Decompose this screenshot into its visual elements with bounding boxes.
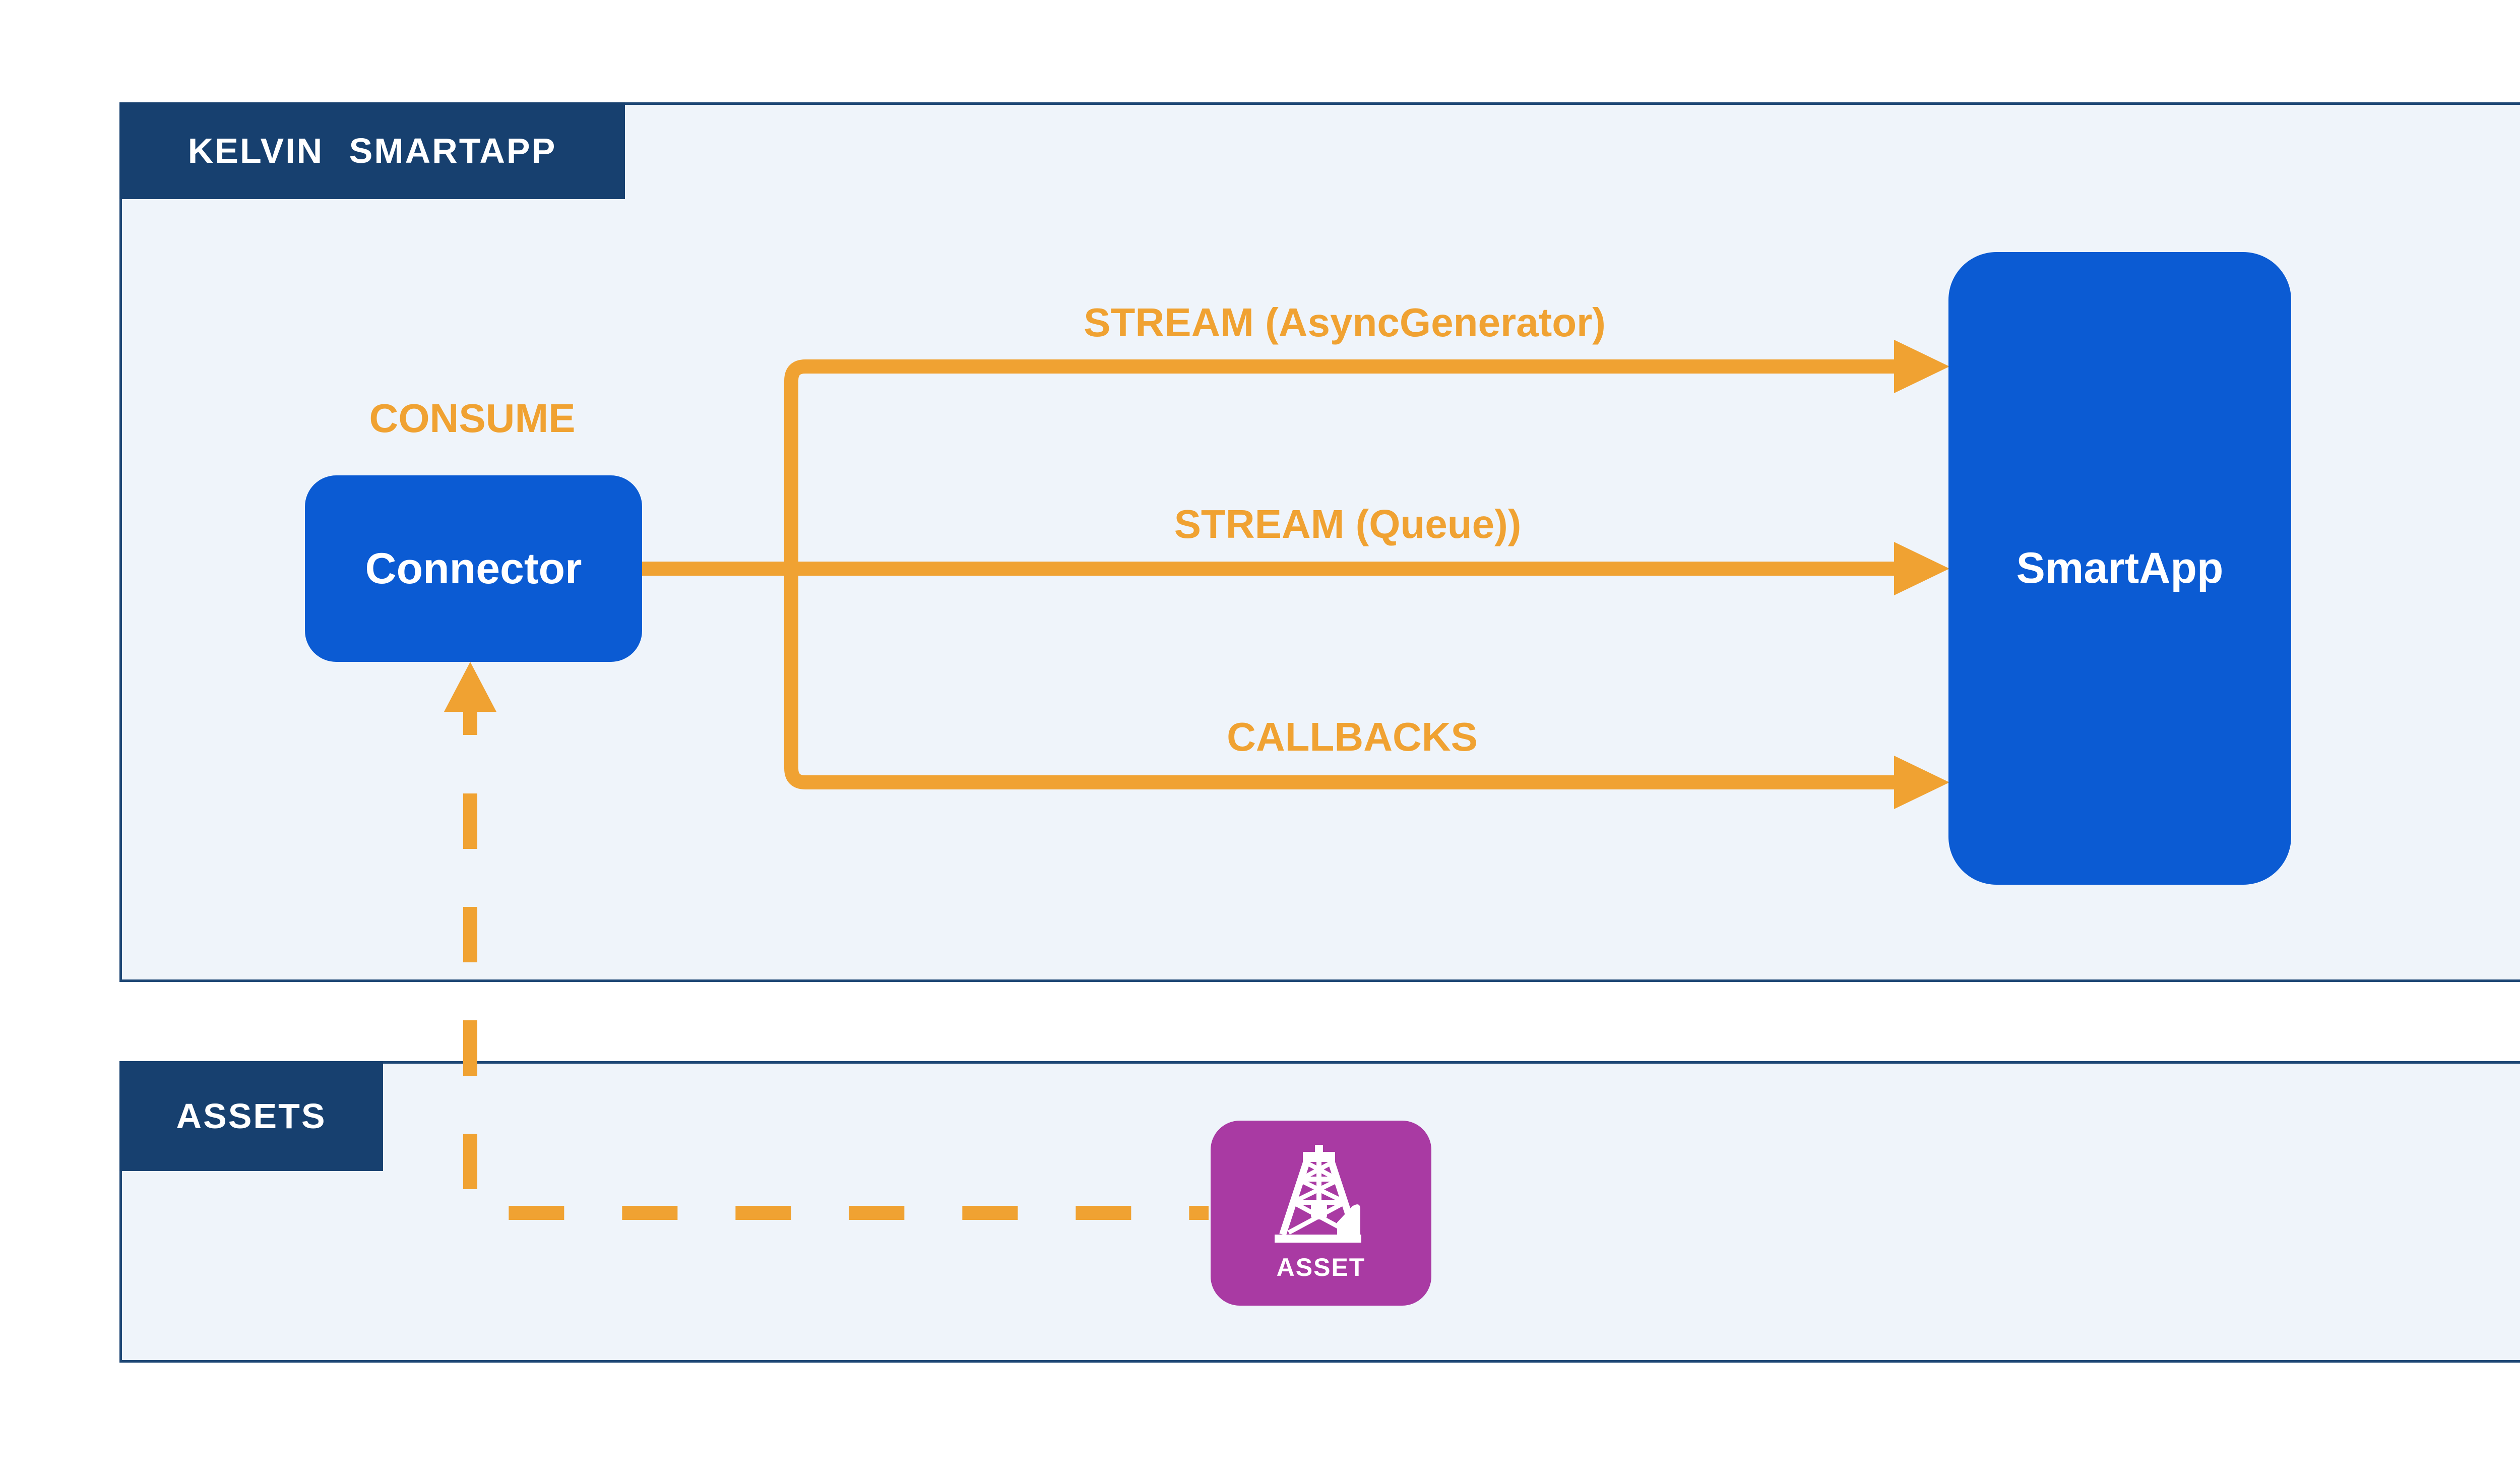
arrowhead-stream-queue-icon <box>1894 542 1949 595</box>
assets-panel-title: ASSETS <box>119 1061 383 1171</box>
stream-queue-label: STREAM (Queue)) <box>1174 502 1522 546</box>
connector-node-label: Connector <box>365 544 582 593</box>
arrowhead-consume-up-icon <box>444 662 496 712</box>
arrowhead-callbacks-icon <box>1894 756 1949 809</box>
kelvin-smartapp-panel-title: KELVIN SMARTAPP <box>119 102 625 199</box>
arrowhead-stream-async-icon <box>1894 340 1949 393</box>
asset-dashed-line <box>463 793 1209 1220</box>
smartapp-node-label: SmartApp <box>2016 544 2224 592</box>
callbacks-label: CALLBACKS <box>1227 714 1478 759</box>
asset-node-label: ASSET <box>1276 1253 1366 1281</box>
asset-node: ASSET <box>1211 1121 1431 1306</box>
oil-derrick-icon <box>1275 1145 1361 1243</box>
consume-label: CONSUME <box>369 396 576 441</box>
kelvin-smartapp-panel-title-text: KELVIN SMARTAPP <box>187 131 557 170</box>
smartapp-node: SmartApp <box>1948 252 2291 885</box>
stream-async-label: STREAM (AsyncGenerator) <box>1084 300 1606 345</box>
connector-node: Connector <box>305 475 642 662</box>
assets-panel-title-text: ASSETS <box>176 1096 327 1136</box>
